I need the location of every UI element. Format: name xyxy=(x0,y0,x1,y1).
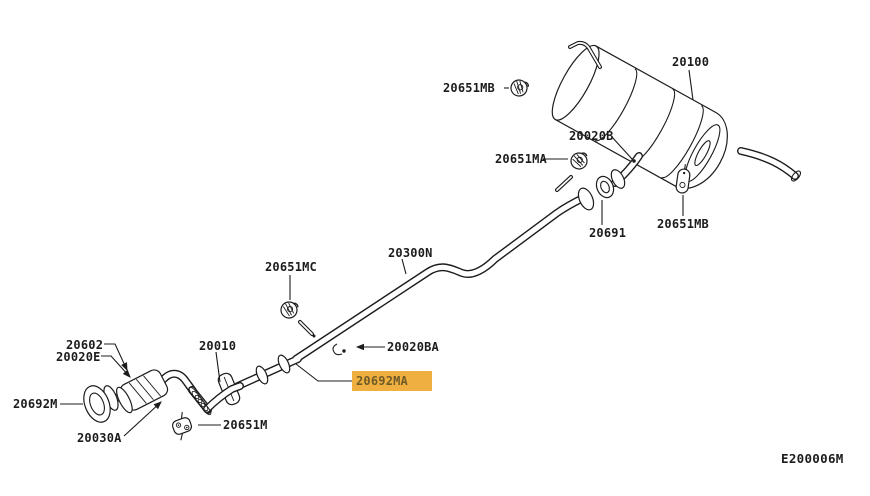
clamp-icon-20651ma xyxy=(569,150,590,171)
part-label-20300n[interactable]: 20300N xyxy=(388,246,433,260)
part-label-20691[interactable]: 20691 xyxy=(589,226,627,240)
part-label-20651mc[interactable]: 20651MC xyxy=(265,260,317,274)
muffler-shape xyxy=(551,44,728,189)
clamp-bolt-shape xyxy=(298,320,316,338)
clamp-icon-20651mc xyxy=(279,300,299,320)
part-label-20100[interactable]: 20100 xyxy=(672,55,710,69)
part-label-20692ma-highlighted[interactable]: 20692MA xyxy=(352,371,432,391)
part-label-20030a[interactable]: 20030A xyxy=(77,431,122,445)
part-label-20602[interactable]: 20602 xyxy=(66,338,104,352)
hanger-icon xyxy=(675,164,691,194)
catalyst-shape xyxy=(116,369,169,414)
part-label-20020e[interactable]: 20020E xyxy=(56,350,101,364)
flex-coupling-shape xyxy=(188,386,212,416)
sleeve-clamp-shapes xyxy=(255,354,291,385)
flange-gasket-icon xyxy=(83,385,111,423)
part-label-20651mb-rear[interactable]: 20651MB xyxy=(657,217,709,231)
gasket-ring-icon xyxy=(595,175,615,199)
hook-pin-shape xyxy=(332,343,346,356)
clamp-icon-20651mb-top xyxy=(508,77,530,99)
muffler-hanger-rod-shape xyxy=(568,40,602,69)
muffler-inlet-pipe-shape xyxy=(555,152,643,192)
part-label-20020b[interactable]: 20020B xyxy=(569,129,614,143)
part-label-20651ma[interactable]: 20651MA xyxy=(495,152,547,166)
part-label-20651mb-top[interactable]: 20651MB xyxy=(443,81,495,95)
pipe-support-bracket-shape xyxy=(171,412,193,441)
part-label-20020ba[interactable]: 20020BA xyxy=(387,340,439,354)
part-label-20010[interactable]: 20010 xyxy=(199,339,237,353)
flange-bolt-dot xyxy=(632,159,636,163)
part-label-20651m[interactable]: 20651M xyxy=(223,418,268,432)
part-label-20692m[interactable]: 20692M xyxy=(13,397,58,411)
diagram-code-label: E200006M xyxy=(781,451,844,466)
leader-lines xyxy=(60,69,694,437)
tail-pipe-shape xyxy=(737,147,802,182)
mid-pipe-shape xyxy=(234,187,595,390)
